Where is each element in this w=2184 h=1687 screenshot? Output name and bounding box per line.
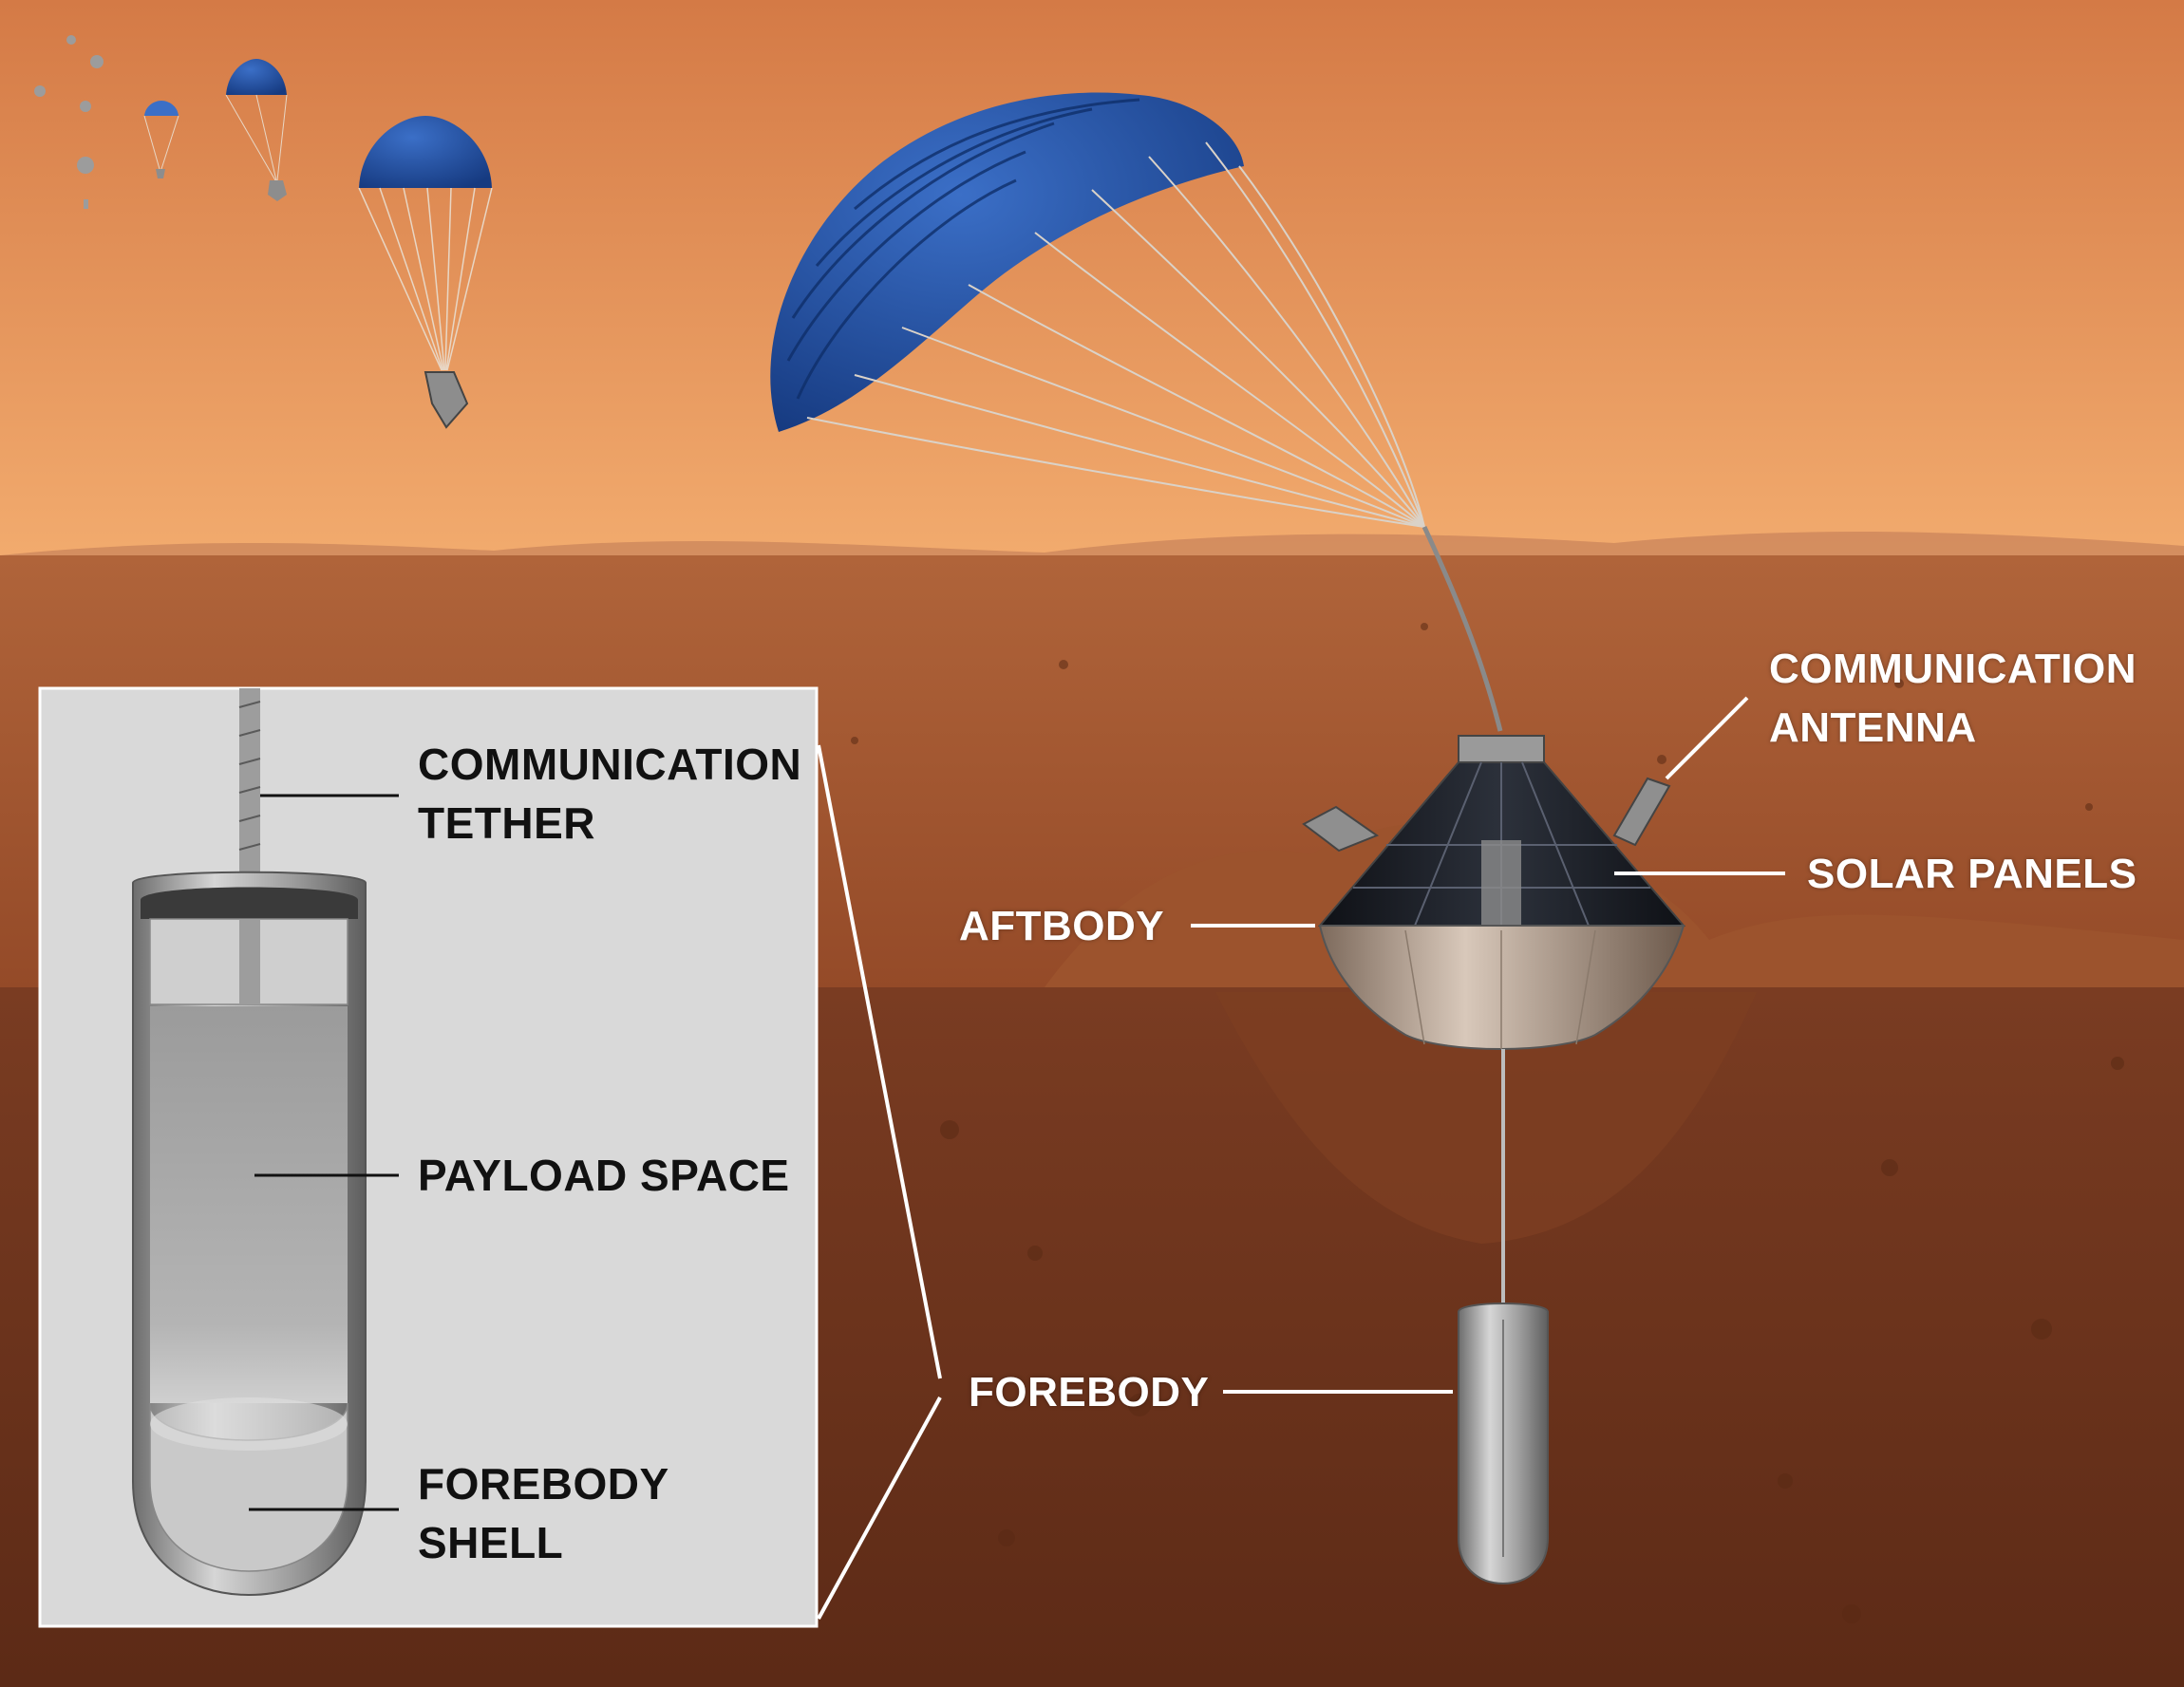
forebody-probe xyxy=(1458,1303,1549,1585)
parachute-far-large xyxy=(358,116,493,429)
label-forebody: FOREBODY xyxy=(969,1369,1210,1415)
parachute-far-small xyxy=(143,101,179,178)
main-parachute xyxy=(770,92,1503,732)
label-aftbody: AFTBODY xyxy=(959,903,1165,949)
label-forebody-shell: FOREBODY SHELL xyxy=(418,1459,669,1567)
label-communication-antenna: COMMUNICATION ANTENNA xyxy=(1769,646,2137,751)
riser-tether xyxy=(1421,525,1503,732)
suspension-lines xyxy=(806,141,1425,528)
callout-lines xyxy=(817,696,1785,1620)
leader-antenna xyxy=(1665,696,1749,780)
inset-panel xyxy=(38,686,819,1628)
parachute-far-tiny xyxy=(34,35,104,209)
sky xyxy=(0,0,2184,560)
soil-pebbles xyxy=(851,623,2124,1623)
parachute-far-medium xyxy=(225,59,288,201)
aftbody xyxy=(1302,735,1686,1050)
distant-parachutes xyxy=(34,35,493,429)
inset-payload-space xyxy=(150,1006,348,1403)
label-communication-tether: COMMUNICATION TETHER xyxy=(418,740,802,848)
label-solar-panels: SOLAR PANELS xyxy=(1807,851,2137,897)
label-payload-space: PAYLOAD SPACE xyxy=(418,1151,790,1200)
crater-cut xyxy=(1215,992,1757,1244)
